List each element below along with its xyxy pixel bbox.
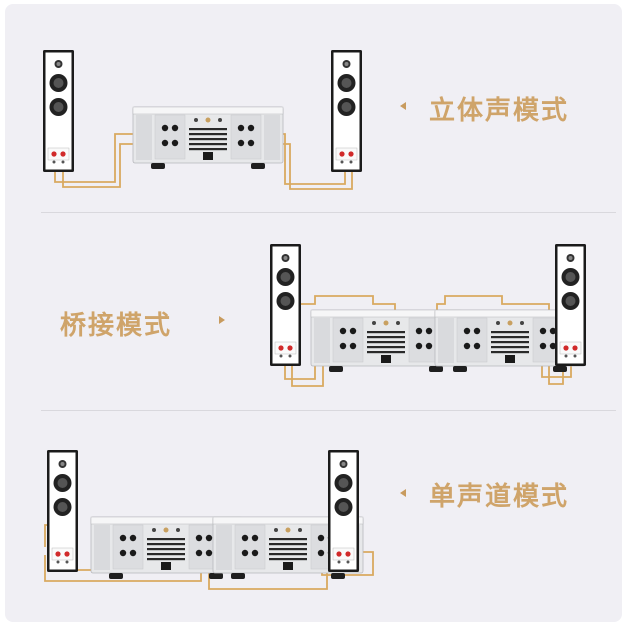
pointer-arrow-stereo <box>400 102 406 110</box>
mode-label-bridge: 桥接模式 <box>60 311 173 341</box>
mode-label-mono: 单声道模式 <box>429 482 570 512</box>
speaker-left-bridge <box>269 243 302 367</box>
pointer-arrow-mono <box>400 489 406 497</box>
section-divider-1 <box>41 212 616 213</box>
diagram-panel: 立体声模式 桥接模式 单声道模式 <box>5 4 622 622</box>
speaker-right-bridge <box>554 243 587 367</box>
speaker-right-mono <box>327 449 360 573</box>
speaker-left-mono <box>46 449 79 573</box>
speaker-left-stereo <box>42 49 75 173</box>
section-divider-2 <box>41 410 616 411</box>
pointer-arrow-bridge <box>219 316 225 324</box>
speaker-right-stereo <box>330 49 363 173</box>
mode-label-stereo: 立体声模式 <box>429 96 570 126</box>
amplifier-stereo <box>132 106 284 170</box>
connection-illustration <box>42 49 587 590</box>
